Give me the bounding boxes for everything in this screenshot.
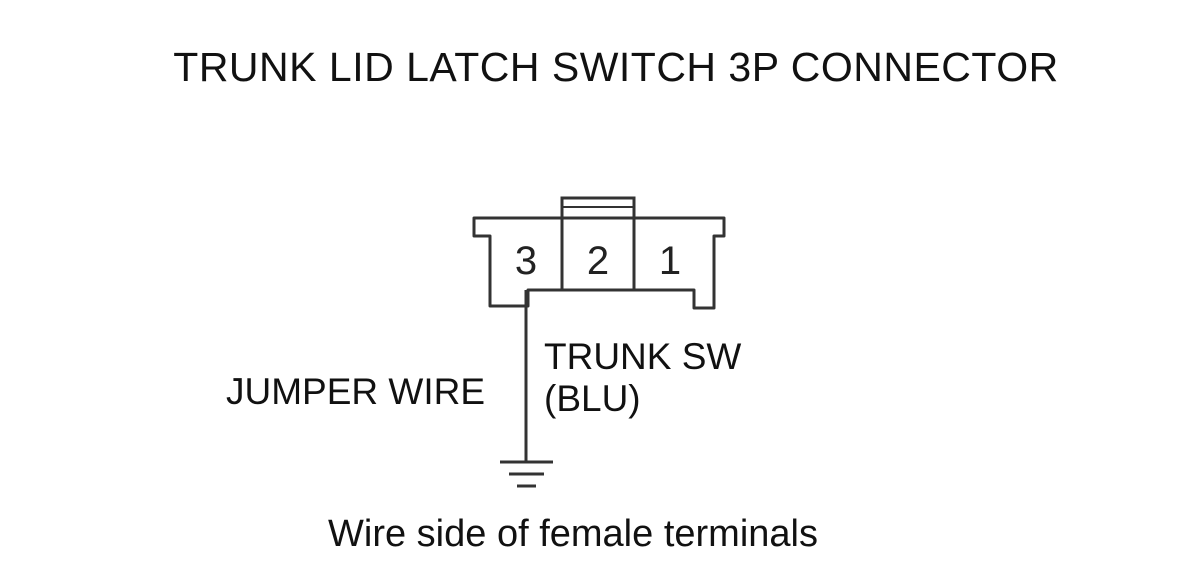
ground-symbol-icon (500, 460, 553, 488)
connector-body (472, 216, 726, 310)
signal-wire-color: (BLU) (544, 378, 641, 419)
jumper-wire-label: JUMPER WIRE (226, 371, 485, 412)
diagram-footer-note: Wire side of female terminals (328, 513, 818, 555)
signal-label: TRUNK SW (BLU) (544, 336, 741, 420)
diagram-title: TRUNK LID LATCH SWITCH 3P CONNECTOR (173, 44, 1059, 90)
pin-1-label: 1 (659, 239, 681, 283)
pin-2-label: 2 (587, 239, 609, 283)
pin-3-label: 3 (515, 239, 537, 283)
signal-name: TRUNK SW (544, 336, 742, 377)
